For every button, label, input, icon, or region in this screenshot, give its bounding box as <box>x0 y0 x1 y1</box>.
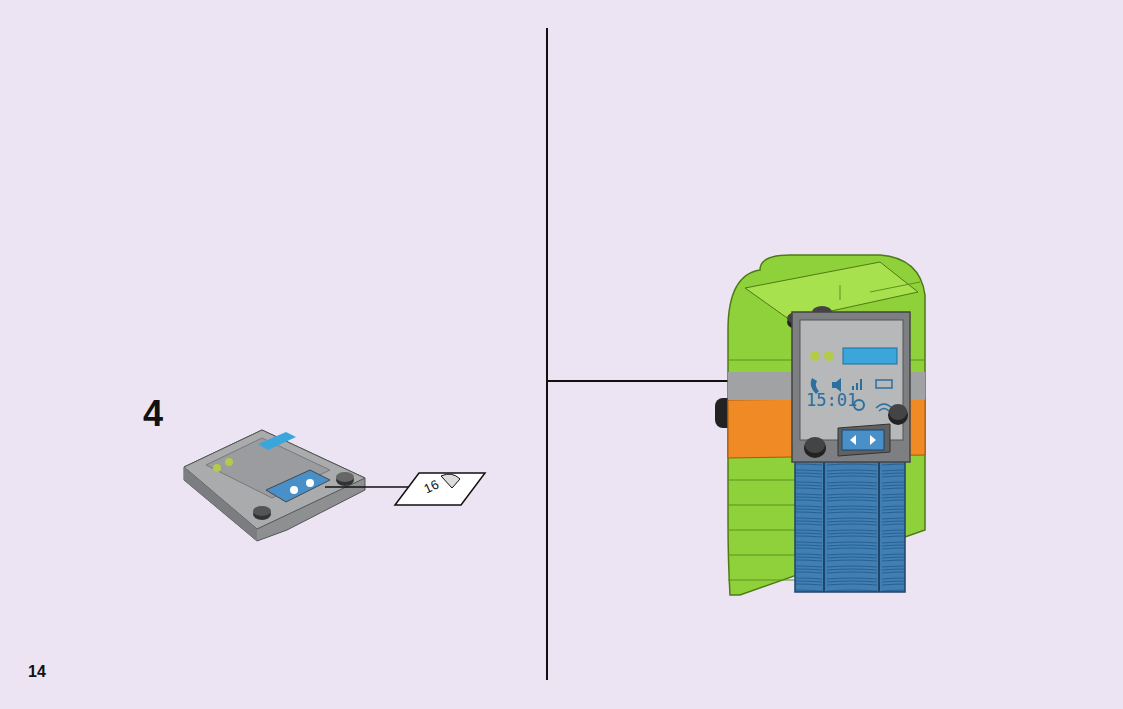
page-number: 14 <box>28 664 46 680</box>
sticker-sheet <box>395 473 485 505</box>
display-time: 15:01 <box>806 392 857 409</box>
sticker-number: 16 <box>422 478 441 496</box>
device-model <box>715 255 925 595</box>
step-number: 4 <box>143 396 163 432</box>
divider-line <box>546 28 548 680</box>
sticker-tile <box>184 430 365 541</box>
leader-line <box>325 486 411 488</box>
